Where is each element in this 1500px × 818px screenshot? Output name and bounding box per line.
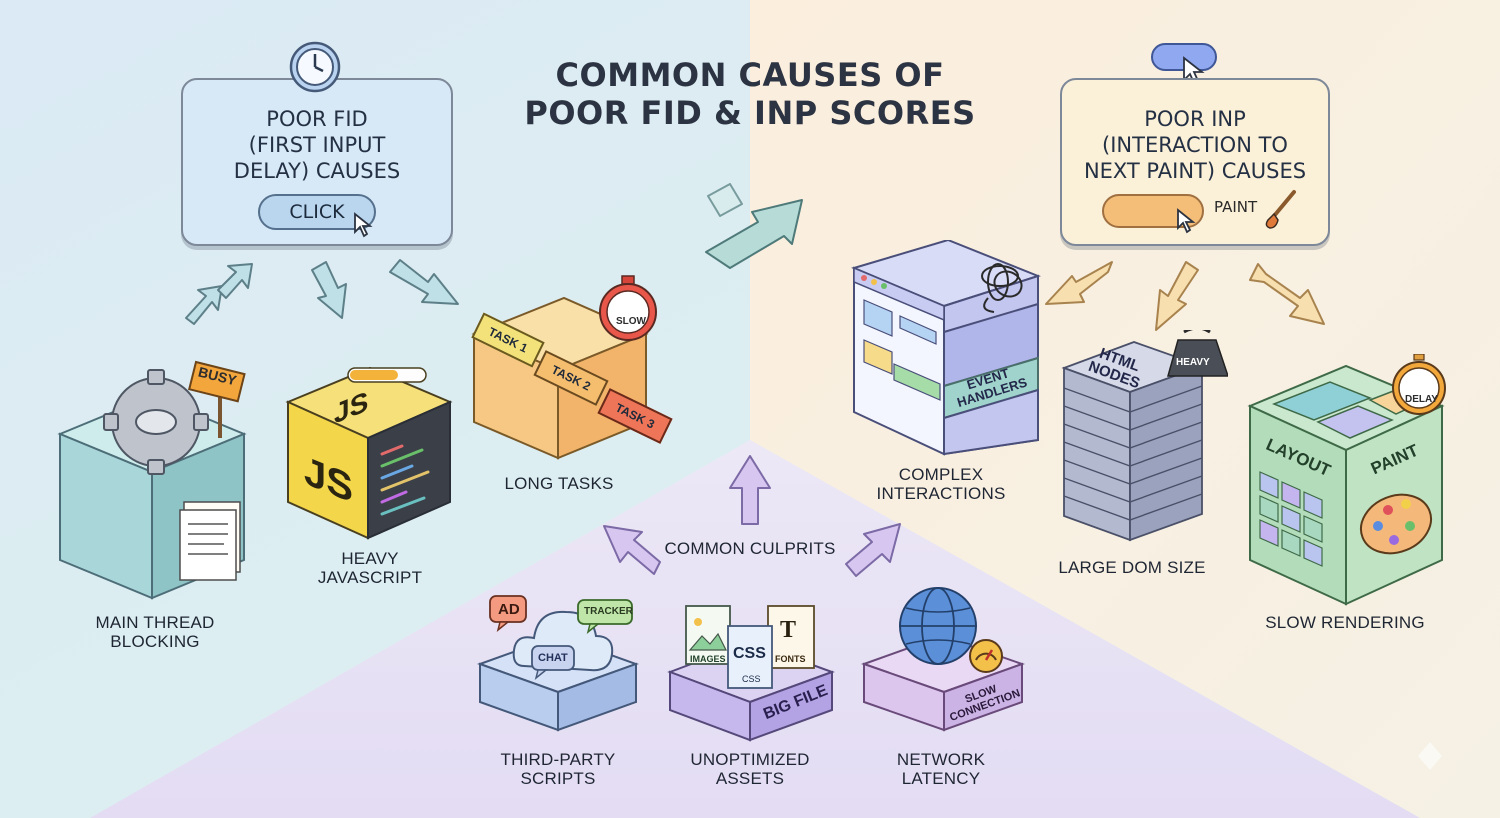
fid-title-line-3: DELAY) CAUSES xyxy=(233,159,401,183)
heavy-js-label-line-2: JAVASCRIPT xyxy=(317,568,423,587)
busy-sign xyxy=(188,360,246,403)
heavy-js-label: HEAVY JAVASCRIPT xyxy=(290,549,450,587)
tangle-icon xyxy=(981,263,1023,313)
fonts-file-text: FONTS xyxy=(775,654,806,664)
globe-icon xyxy=(899,587,977,665)
main-thread-label-line-2: BLOCKING xyxy=(110,632,200,651)
stopwatch-icon xyxy=(1392,354,1446,415)
fid-card-title: POOR FID (FIRST INPUT DELAY) CAUSES xyxy=(183,106,451,184)
delay-text: DELAY xyxy=(1405,394,1438,405)
assets-label-line-1: UNOPTIMIZED xyxy=(690,750,810,769)
arrow-culprit-left xyxy=(603,525,661,575)
arrow-culprit-up xyxy=(729,455,771,525)
dom-stack-illustration xyxy=(1061,330,1228,542)
chat-bubble-icon xyxy=(531,645,575,680)
arrow-culprit-right xyxy=(845,523,901,577)
palette-icon xyxy=(1360,493,1432,555)
complex-interactions-label: COMPLEX INTERACTIONS xyxy=(866,465,1016,503)
image-file-icon xyxy=(685,605,731,665)
inp-title-line-2: (INTERACTION TO xyxy=(1102,133,1288,157)
network-illustration xyxy=(861,587,1025,732)
arrow-inp-mid xyxy=(1155,261,1199,331)
arrow-fid-right xyxy=(389,259,459,305)
images-file-text: IMAGES xyxy=(690,654,726,664)
click-button[interactable]: CLICK xyxy=(258,194,376,230)
tracker-text: TRACKER xyxy=(584,606,633,617)
arrow-fid-left xyxy=(185,285,223,325)
inp-title-line-3: NEXT PAINT) CAUSES xyxy=(1083,159,1307,183)
click-button-label: CLICK xyxy=(289,201,345,223)
complex-label-line-2: INTERACTIONS xyxy=(876,484,1006,503)
slow-rendering-label: SLOW RENDERING xyxy=(1265,613,1425,632)
assets-label-line-2: ASSETS xyxy=(715,769,785,788)
network-label-line-1: NETWORK xyxy=(896,750,986,769)
complex-label-line-1: COMPLEX xyxy=(898,465,984,484)
fid-card: POOR FID (FIRST INPUT DELAY) CAUSES CLIC… xyxy=(181,78,453,246)
weight-icon xyxy=(1167,330,1228,377)
page-title: COMMON CAUSES OF POOR FID & INP SCORES xyxy=(450,56,1050,132)
fid-title-line-2: (FIRST INPUT xyxy=(248,133,386,157)
clock-icon xyxy=(289,41,341,93)
cursor-icon xyxy=(1177,208,1196,234)
ad-bubble-icon xyxy=(489,595,527,632)
paint-label: PAINT xyxy=(1214,198,1258,216)
heavy-text: HEAVY xyxy=(1176,357,1210,368)
network-label: NETWORK LATENCY xyxy=(866,750,1016,788)
tracker-bubble-icon xyxy=(577,599,633,634)
common-culprits-label: COMMON CULPRITS xyxy=(664,539,836,558)
slow-text: SLOW xyxy=(616,316,646,327)
rendering-illustration xyxy=(1247,354,1446,606)
main-thread-label-line-1: MAIN THREAD xyxy=(95,613,215,632)
third-party-label-line-2: SCRIPTS xyxy=(520,769,596,788)
arrow-fid-mid xyxy=(311,261,347,319)
fid-title-line-1: POOR FID xyxy=(266,107,368,131)
gauge-icon xyxy=(969,639,1003,673)
complex-interactions-illustration xyxy=(851,240,1041,456)
third-party-illustration xyxy=(477,595,639,732)
inp-title-line-1: POOR INP xyxy=(1144,107,1246,131)
main-thread-label: MAIN THREAD BLOCKING xyxy=(70,613,240,651)
network-label-line-2: LATENCY xyxy=(901,769,981,788)
heavy-js-illustration xyxy=(285,366,453,540)
stopwatch-icon xyxy=(599,275,657,341)
arrow-fid-left-b xyxy=(217,263,253,299)
main-thread-illustration xyxy=(57,360,247,600)
page-title-line-1: COMMON CAUSES OF xyxy=(555,56,945,94)
ad-text: AD xyxy=(498,601,520,618)
font-glyph-text: T xyxy=(780,617,797,643)
third-party-label: THIRD-PARTY SCRIPTS xyxy=(480,750,636,788)
font-file-icon xyxy=(767,605,815,669)
third-party-label-line-1: THIRD-PARTY xyxy=(500,750,616,769)
arrow-center-up xyxy=(705,183,803,269)
css-file-icon xyxy=(727,625,773,689)
document-stack xyxy=(179,501,241,581)
assets-illustration xyxy=(667,605,835,742)
heavy-js-label-line-1: HEAVY xyxy=(341,549,399,568)
css-file-text: CSS xyxy=(733,645,766,662)
long-tasks-label: LONG TASKS xyxy=(504,474,614,493)
css-sub-text: CSS xyxy=(742,674,761,684)
paintbrush-icon xyxy=(1265,190,1296,229)
assets-label: UNOPTIMIZED ASSETS xyxy=(672,750,828,788)
arrow-inp-left xyxy=(1045,261,1113,305)
large-dom-label: LARGE DOM SIZE xyxy=(1058,558,1206,577)
page-title-line-2: POOR FID & INP SCORES xyxy=(524,94,976,132)
arrow-inp-right xyxy=(1249,263,1325,325)
cursor-icon xyxy=(354,212,373,238)
inp-card: POOR INP (INTERACTION TO NEXT PAINT) CAU… xyxy=(1060,78,1330,246)
gear-icon xyxy=(103,369,209,475)
inp-card-title: POOR INP (INTERACTION TO NEXT PAINT) CAU… xyxy=(1062,106,1328,184)
chat-text: CHAT xyxy=(538,652,568,664)
